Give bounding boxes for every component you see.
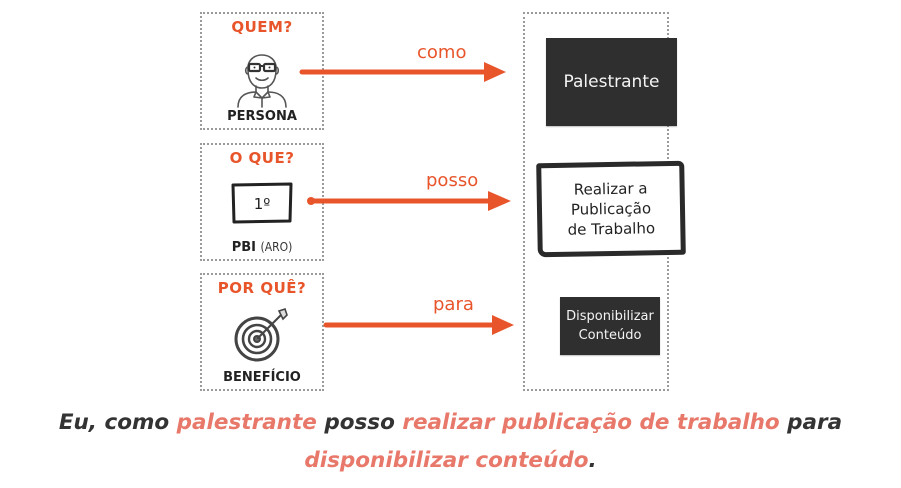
role-card-text: Palestrante [563,72,660,92]
persona-label: PERSONA [202,109,322,124]
action-line-2: Publicação [570,199,652,219]
benefit-label: BENEFÍCIO [202,370,322,385]
arrow-posso [306,187,514,217]
arrow-label-para: para [433,294,474,315]
pbi-card-icon: 1º [231,182,293,224]
why-heading: POR QUÊ? [217,279,307,297]
action-card: Realizar a Publicação de Trabalho [536,160,686,258]
caption-text: posso [316,410,403,435]
caption-highlight-action: realizar publicação de trabalho [402,410,780,435]
svg-text:1º: 1º [254,195,271,213]
what-heading: O QUE? [229,149,295,167]
benefit-line-1: Disponibilizar [566,308,654,324]
arrow-right-icon [299,62,506,82]
persona-icon [237,54,287,108]
caption-text: Eu, como [58,410,177,435]
pbi-label-bold: PBI [231,240,256,255]
user-story-caption: Eu, como palestrante posso realizar publ… [0,404,901,480]
target-icon [234,307,288,362]
arrow-como [298,58,510,88]
pbi-label-light: (ARO) [260,240,293,254]
arrow-right-icon [307,191,511,211]
caption-highlight-role: palestrante [176,410,317,435]
role-card: Palestrante [546,38,677,126]
caption-period: . [588,448,597,473]
caption-text: para [779,410,843,435]
arrow-para [322,311,516,341]
benefit-card: Disponibilizar Conteúdo [560,297,660,355]
persona-label-text: PERSONA [227,109,297,124]
pbi-label: PBI (ARO) [202,240,322,255]
caption-highlight-benefit: disponibilizar conteúdo [304,448,589,473]
benefit-label-text: BENEFÍCIO [223,370,301,385]
arrow-label-posso: posso [426,170,479,191]
arrow-right-icon [323,315,514,335]
action-line-3: de Trabalho [567,219,656,239]
who-heading: QUEM? [231,18,293,36]
arrow-label-como: como [417,42,467,63]
benefit-line-2: Conteúdo [578,328,642,343]
action-line-1: Realizar a [573,178,648,199]
why-box: POR QUÊ? BENEFÍCIO [200,273,324,391]
